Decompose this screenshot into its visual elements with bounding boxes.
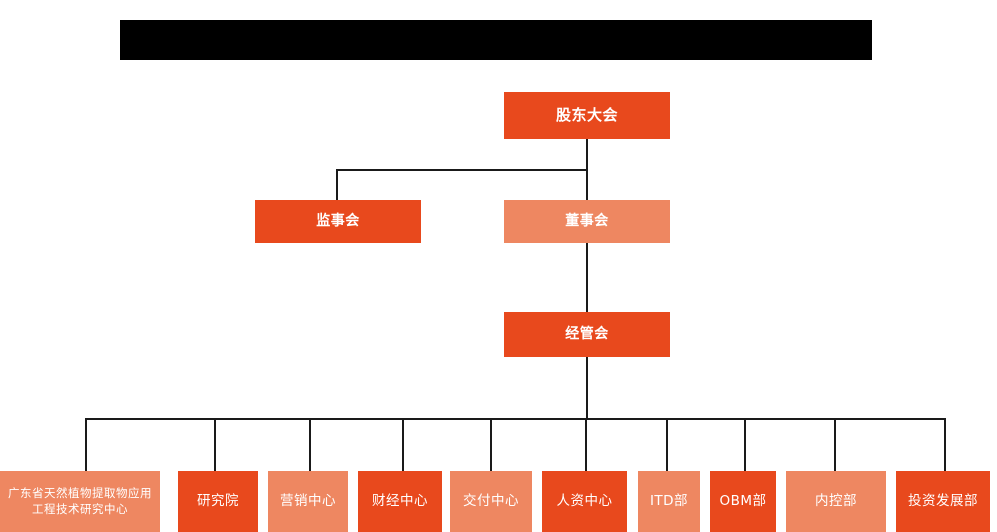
node-research-institute[interactable]: 研究院 — [178, 471, 258, 532]
node-marketing-center[interactable]: 营销中心 — [268, 471, 348, 532]
connector-drop-7 — [666, 418, 668, 471]
connector-drop-9 — [834, 418, 836, 471]
node-obm-department[interactable]: OBM部 — [710, 471, 776, 532]
node-delivery-center[interactable]: 交付中心 — [450, 471, 532, 532]
connector-bottom-busbar — [86, 418, 946, 420]
connector-drop-6 — [585, 418, 587, 471]
node-internal-control-department[interactable]: 内控部 — [786, 471, 886, 532]
node-itd-department[interactable]: ITD部 — [638, 471, 700, 532]
connector-level2-horizontal — [336, 169, 588, 171]
connector-drop-3 — [309, 418, 311, 471]
node-finance-center[interactable]: 财经中心 — [358, 471, 442, 532]
connector-drop-5 — [490, 418, 492, 471]
connector-directors-to-management — [586, 243, 588, 313]
connector-drop-10 — [944, 418, 946, 471]
node-engineering-research-center[interactable]: 广东省天然植物提取物应用工程技术研究中心 — [0, 471, 160, 532]
node-management-committee[interactable]: 经管会 — [504, 312, 670, 357]
node-shareholders-meeting[interactable]: 股东大会 — [504, 92, 670, 139]
connector-shareholders-down — [586, 139, 588, 171]
connector-drop-4 — [402, 418, 404, 471]
node-board-of-supervisors[interactable]: 监事会 — [255, 200, 421, 243]
connector-supervisors-down — [336, 169, 338, 201]
connector-drop-1 — [85, 418, 87, 471]
node-board-of-directors[interactable]: 董事会 — [504, 200, 670, 243]
node-investment-development-department[interactable]: 投资发展部 — [896, 471, 990, 532]
connector-drop-8 — [744, 418, 746, 471]
title-bar-redacted — [120, 20, 872, 60]
connector-management-down — [586, 357, 588, 419]
node-hr-center[interactable]: 人资中心 — [542, 471, 627, 532]
connector-directors-down — [586, 169, 588, 201]
connector-drop-2 — [214, 418, 216, 471]
